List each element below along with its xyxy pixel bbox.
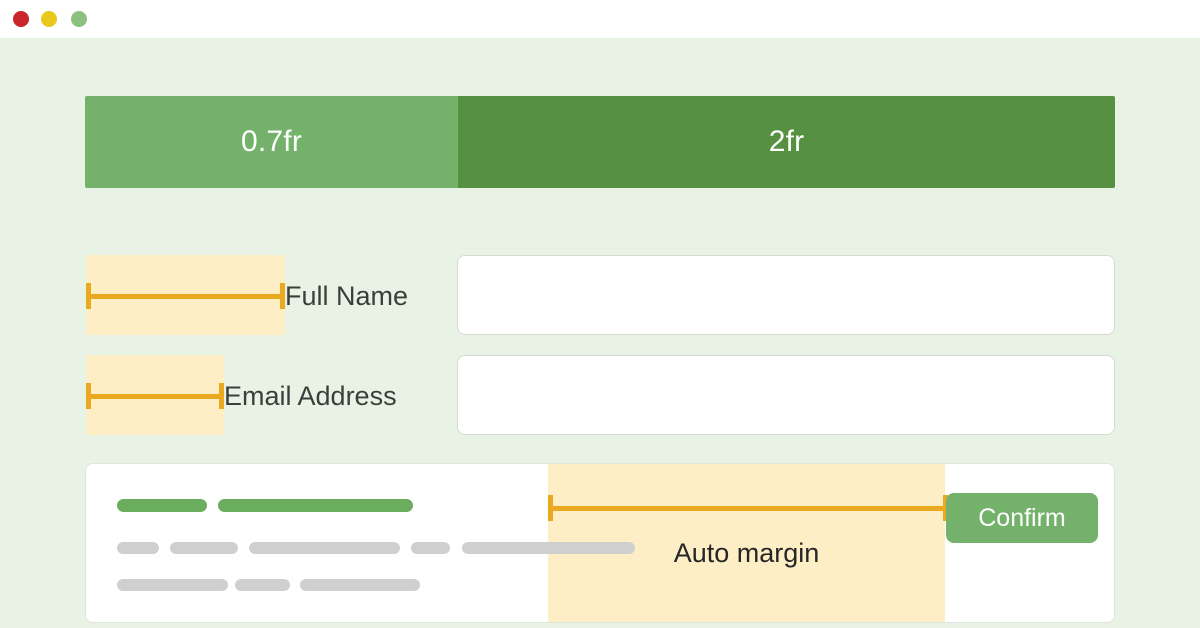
measure-line: [548, 506, 948, 511]
fullname-label-text: Full Name: [285, 280, 409, 311]
window-close-button[interactable]: [13, 11, 29, 27]
skeleton-bar: [117, 542, 159, 554]
skeleton-bar: [235, 579, 290, 591]
window-minimize-button[interactable]: [41, 11, 57, 27]
measure-cap-right-icon: [943, 495, 948, 521]
measure-cap-right-icon: [219, 383, 224, 409]
measure-cap-right-icon: [280, 283, 285, 309]
measure-line: [86, 394, 224, 399]
skeleton-bar: [170, 542, 238, 554]
fullname-measure-bar: [86, 283, 285, 309]
grid-track-label: 2fr: [768, 125, 805, 158]
grid-track-0.7fr: 0.7fr: [85, 96, 458, 188]
measure-line: [86, 294, 285, 299]
email-label: Email Address: [224, 374, 397, 418]
page-canvas: 0.7fr 2fr Full Name Email Address: [0, 38, 1200, 628]
auto-margin-label: Auto margin: [673, 538, 820, 568]
email-measure-bar: [86, 383, 224, 409]
skeleton-bar: [117, 499, 207, 512]
email-label-text: Email Address: [224, 380, 397, 411]
fullname-input[interactable]: [457, 255, 1115, 335]
fullname-label: Full Name: [285, 274, 408, 318]
skeleton-bar: [218, 499, 413, 512]
skeleton-bar: [411, 542, 450, 554]
content-card: Auto margin: [85, 463, 1115, 623]
auto-margin-measure-bar: [548, 495, 948, 521]
skeleton-bar: [117, 579, 228, 591]
skeleton-bar: [462, 542, 635, 554]
title-bar: [0, 0, 1200, 38]
email-input[interactable]: [457, 355, 1115, 435]
window-maximize-button[interactable]: [71, 11, 87, 27]
card-inner: Auto margin: [86, 464, 1114, 622]
skeleton-bar: [249, 542, 400, 554]
grid-track-label: 0.7fr: [240, 125, 303, 158]
grid-track-bar: 0.7fr 2fr: [85, 96, 1115, 188]
grid-track-2fr: 2fr: [458, 96, 1115, 188]
confirm-button[interactable]: Confirm: [946, 493, 1098, 543]
skeleton-bar: [300, 579, 420, 591]
